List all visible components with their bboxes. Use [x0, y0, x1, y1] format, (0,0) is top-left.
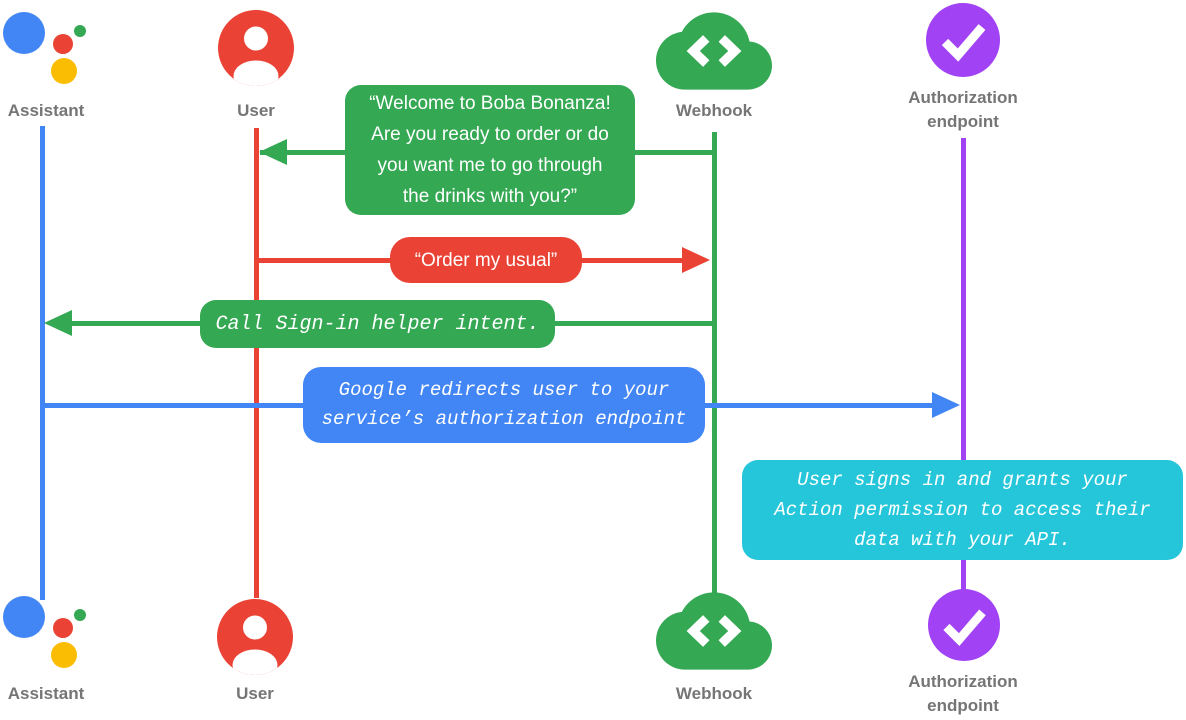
- authorization-label-line: Authorization: [908, 672, 1018, 691]
- welcome-arrowhead-left-icon: [259, 139, 287, 165]
- assistant-yellow-dot: [51, 642, 77, 668]
- welcome-message-line: you want me to go through: [377, 155, 603, 176]
- user-icon-bottom: [217, 599, 293, 675]
- user-label-top: User: [237, 101, 275, 120]
- webhook-cloud-code-icon-bottom: [656, 592, 772, 670]
- redirect-message-box: Google redirects user to your service’s …: [303, 367, 705, 443]
- assistant-green-dot: [74, 25, 86, 37]
- order-message-text: “Order my usual”: [414, 249, 558, 271]
- webhook-label-top: Webhook: [675, 101, 753, 120]
- assistant-red-dot: [53, 34, 73, 54]
- assistant-red-dot: [53, 618, 73, 638]
- signin-note-box: User signs in and grants your Action per…: [742, 460, 1183, 560]
- assistant-blue-dot: [3, 596, 45, 638]
- assistant-label-bottom: Assistant: [7, 684, 85, 703]
- webhook-cloud-code-icon: [656, 12, 772, 90]
- authorization-check-icon: [926, 3, 1000, 77]
- google-assistant-icon: [2, 10, 94, 96]
- endpoint-label-line: endpoint: [927, 112, 999, 131]
- order-arrowhead-right-icon: [682, 247, 710, 273]
- assistant-lifeline: [40, 126, 45, 600]
- redirect-arrowhead-right-icon: [932, 392, 960, 418]
- signin-message-box: Call Sign-in helper intent.: [200, 300, 555, 348]
- user-icon: [218, 10, 294, 86]
- assistant-blue-dot: [3, 12, 45, 54]
- assistant-green-dot: [74, 609, 86, 621]
- webhook-lifeline: [712, 132, 717, 598]
- welcome-message-line: Are you ready to order or do: [371, 124, 609, 145]
- assistant-yellow-dot: [51, 58, 77, 84]
- signin-note-line: User signs in and grants your: [797, 469, 1128, 491]
- assistant-label-top: Assistant: [7, 101, 85, 120]
- signin-note-line: data with your API.: [854, 529, 1071, 551]
- authorization-endpoint-label-bottom: Authorization endpoint: [903, 670, 1023, 718]
- authorization-endpoint-lifeline: [961, 138, 966, 598]
- order-message-box: “Order my usual”: [390, 237, 582, 283]
- authorization-label-line: Authorization: [908, 88, 1018, 107]
- signin-message-text: Call Sign-in helper intent.: [215, 312, 540, 336]
- welcome-message-line: “Welcome to Boba Bonanza!: [369, 93, 611, 114]
- user-label-bottom: User: [236, 684, 274, 703]
- signin-note-line: Action permission to access their: [774, 499, 1151, 521]
- redirect-message-line: service’s authorization endpoint: [321, 408, 687, 430]
- authorization-endpoint-label-top: Authorization endpoint: [903, 86, 1023, 134]
- webhook-label-bottom: Webhook: [675, 684, 753, 703]
- user-lifeline: [254, 128, 259, 598]
- welcome-message-box: “Welcome to Boba Bonanza! Are you ready …: [345, 85, 635, 215]
- endpoint-label-line: endpoint: [927, 696, 999, 715]
- welcome-message-line: the drinks with you?”: [402, 186, 578, 207]
- google-assistant-icon-bottom: [2, 594, 94, 680]
- redirect-message-line: Google redirects user to your: [338, 379, 670, 401]
- signin-arrowhead-left-icon: [44, 310, 72, 336]
- authorization-check-icon-bottom: [928, 589, 1000, 661]
